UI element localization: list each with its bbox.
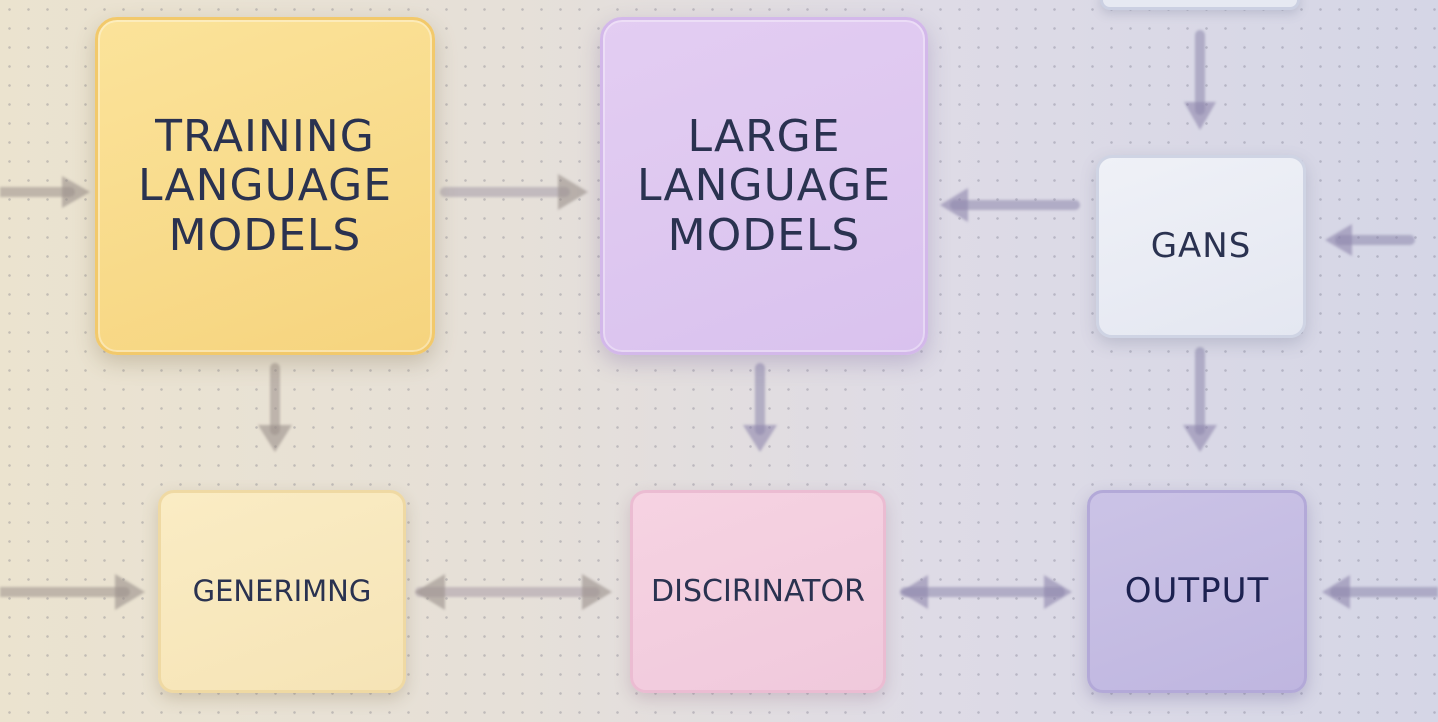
arrowhead-left-to-generating [115, 574, 145, 610]
arrowhead-left-to-training [62, 176, 90, 208]
arrowhead-discriminator-to-output [1044, 575, 1072, 609]
arrowhead-training-to-generating [258, 425, 292, 452]
arrowhead-training-to-large [558, 174, 588, 210]
arrowhead-gans-to-large [940, 188, 968, 222]
top-node-partial [1100, 0, 1300, 10]
arrowhead-discriminator-to-output-start [900, 575, 928, 609]
node-label: GANS [1150, 226, 1252, 267]
arrowhead-generating-to-discriminator-start [415, 574, 445, 610]
node-label: GENERIMNG [192, 574, 372, 609]
node-gans: GANS [1096, 155, 1306, 338]
arrowhead-right-to-output [1322, 575, 1350, 609]
node-label: DISCIRINATOR [651, 573, 865, 609]
arrowhead-top-to-gans [1184, 102, 1216, 130]
node-label: OUTPUT [1124, 571, 1270, 612]
node-output: OUTPUT [1087, 490, 1307, 693]
arrowhead-generating-to-discriminator [582, 574, 612, 610]
arrowhead-large-to-discriminator [743, 425, 777, 452]
node-generating: GENERIMNG [158, 490, 406, 693]
arrowhead-right-to-gans [1325, 224, 1352, 256]
arrowhead-gans-to-output [1183, 425, 1217, 452]
node-discriminator: DISCIRINATOR [630, 490, 886, 693]
